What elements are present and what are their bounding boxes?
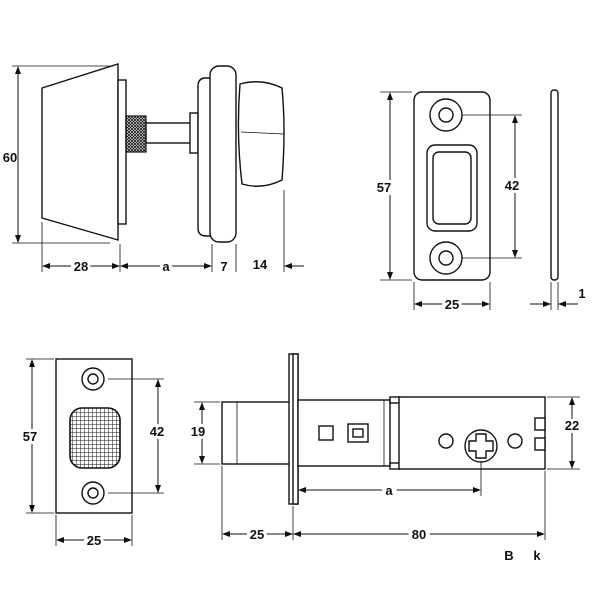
spindle-shaft	[145, 122, 195, 144]
dim-latch-face-height: 19	[191, 424, 205, 439]
latch-case-square-2-inner	[352, 428, 364, 438]
face-screw-hole-top-inner	[87, 373, 99, 385]
strike-side-view	[550, 89, 559, 281]
knob-rose	[41, 63, 119, 241]
dim-face-hole-spacing: 42	[150, 424, 164, 439]
latch-case-square-1	[318, 425, 334, 441]
dim-face-width: 25	[87, 533, 101, 548]
thumb-turn	[237, 81, 285, 187]
dim-strike-thickness: 1	[578, 286, 585, 301]
dim-strike-height: 57	[377, 180, 391, 195]
strike-plate	[413, 89, 559, 281]
rose-plate	[117, 79, 127, 225]
face-screw-hole-bottom-inner	[87, 487, 99, 499]
strike-opening-inner	[432, 151, 472, 225]
knob-assembly	[41, 63, 285, 243]
latch-case-front	[297, 399, 391, 467]
latch-dimensions: 19 22 a 25 80 B k	[188, 396, 582, 563]
dim-knob-height: 60	[3, 150, 17, 165]
latch-hole-left	[438, 433, 454, 449]
label-b: B	[504, 548, 513, 563]
dim-plate-thickness: 7	[220, 259, 227, 274]
dim-spindle-a: a	[162, 259, 170, 274]
spindle-collar	[189, 112, 199, 154]
strike-dimensions: 57 42 25 1	[374, 91, 586, 315]
latch-side-view	[221, 353, 546, 505]
latch-rear-tab-2	[534, 437, 546, 451]
latch-bolt	[221, 401, 291, 465]
dim-face-height: 57	[23, 429, 37, 444]
knurled-spindle	[125, 115, 147, 153]
label-k: k	[533, 548, 541, 563]
strike-screw-hole-bottom-inner	[438, 250, 454, 266]
dim-rose-depth: 28	[74, 259, 88, 274]
dim-turn-depth: 14	[253, 257, 268, 272]
knob-dimensions: 60 28 a 7 14	[3, 65, 304, 277]
dim-strike-width: 25	[445, 297, 459, 312]
latch-follower-cross	[468, 433, 494, 459]
strike-screw-hole-top-inner	[438, 107, 454, 123]
dim-latch-a: a	[385, 483, 393, 498]
face-plate	[55, 358, 133, 514]
dim-strike-hole-spacing: 42	[505, 178, 519, 193]
dim-latch-backset: 80	[412, 527, 426, 542]
face-bolt-grid	[69, 407, 121, 469]
dim-latch-case-height: 22	[565, 418, 579, 433]
latch-forend-inner	[292, 353, 299, 505]
inside-rose	[209, 65, 237, 243]
latch-rear-tab-1	[534, 417, 546, 431]
latch-hole-right	[507, 433, 523, 449]
face-dimensions: 57 42 25	[20, 358, 167, 551]
dim-latch-bolt-length: 25	[250, 527, 264, 542]
